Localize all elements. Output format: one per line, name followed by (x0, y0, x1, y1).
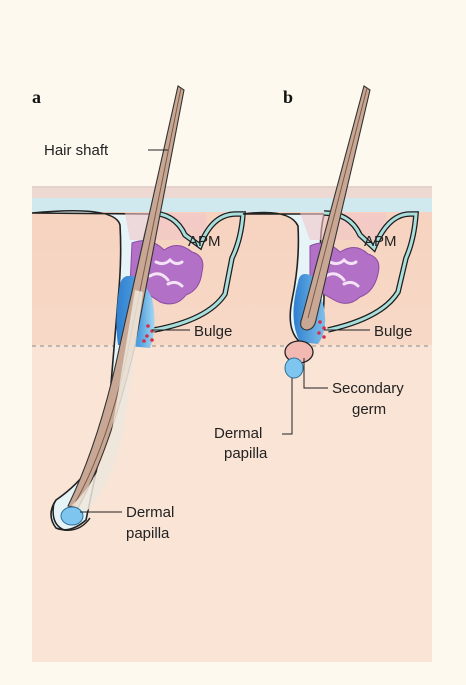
label-secondary-germ-line1: Secondary (332, 380, 404, 397)
label-dermal-papilla-b-line1: Dermal (214, 425, 262, 442)
label-dermal-papilla-b-line2: papilla (224, 445, 268, 462)
label-dermal-papilla-a-line2: papilla (126, 525, 170, 542)
label-bulge-b: Bulge (374, 323, 412, 340)
label-apm-a: APM (188, 233, 221, 250)
sebaceous-texture-b (324, 257, 360, 288)
dermal-papilla-a (60, 506, 84, 526)
label-secondary-germ-line2: germ (352, 401, 386, 418)
label-bulge-a: Bulge (194, 323, 232, 340)
epidermis-outer-root-sheath (32, 198, 432, 212)
hair-bulb-a (52, 502, 91, 531)
label-dermal-papilla-a-line1: Dermal (126, 504, 174, 521)
panel-letter-b: b (283, 87, 293, 107)
apm-loop-b-fill (323, 211, 418, 332)
hair-shaft-b (300, 85, 371, 331)
label-apm-b: APM (364, 233, 397, 250)
panel-b: b APM Bulge Secondary germ Dermal papill… (214, 85, 419, 462)
stem-cell-dots-b (317, 320, 326, 339)
dermal-papilla-b (284, 357, 304, 379)
leader-dermal-papilla-b (282, 378, 293, 435)
panel-letter-a: a (32, 87, 41, 107)
hair-medulla-b (307, 87, 368, 319)
lower-dermis (32, 345, 432, 662)
inner-sheath-a (72, 290, 143, 512)
stem-cell-dots-a (142, 324, 154, 343)
leader-secondary-germ (303, 358, 328, 389)
sebaceous-texture-a (148, 257, 184, 288)
infundibulum-b (300, 213, 387, 240)
label-hair-shaft: Hair shaft (44, 142, 109, 159)
skin-surface (32, 188, 432, 200)
